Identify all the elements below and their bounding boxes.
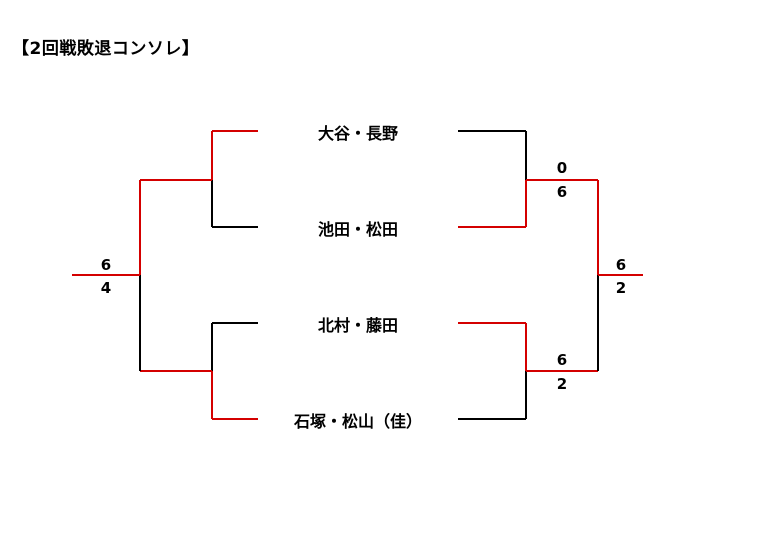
- score-right-final-bottom: 2: [615, 279, 627, 297]
- score-right-semi1-bottom: 6: [556, 183, 568, 201]
- score-right-final-top: 6: [615, 256, 627, 274]
- score-right-semi1-top: 0: [556, 159, 568, 177]
- player-1: 大谷・長野: [317, 124, 399, 143]
- player-3: 北村・藤田: [317, 316, 399, 335]
- score-left-final-bottom: 4: [100, 279, 112, 297]
- score-left-final-top: 6: [100, 256, 112, 274]
- player-4: 石塚・松山（佳）: [293, 412, 423, 431]
- player-2: 池田・松田: [317, 220, 399, 239]
- score-right-semi2-bottom: 2: [556, 375, 568, 393]
- score-right-semi2-top: 6: [556, 351, 568, 369]
- bracket-title: 【2回戦敗退コンソレ】: [12, 39, 200, 59]
